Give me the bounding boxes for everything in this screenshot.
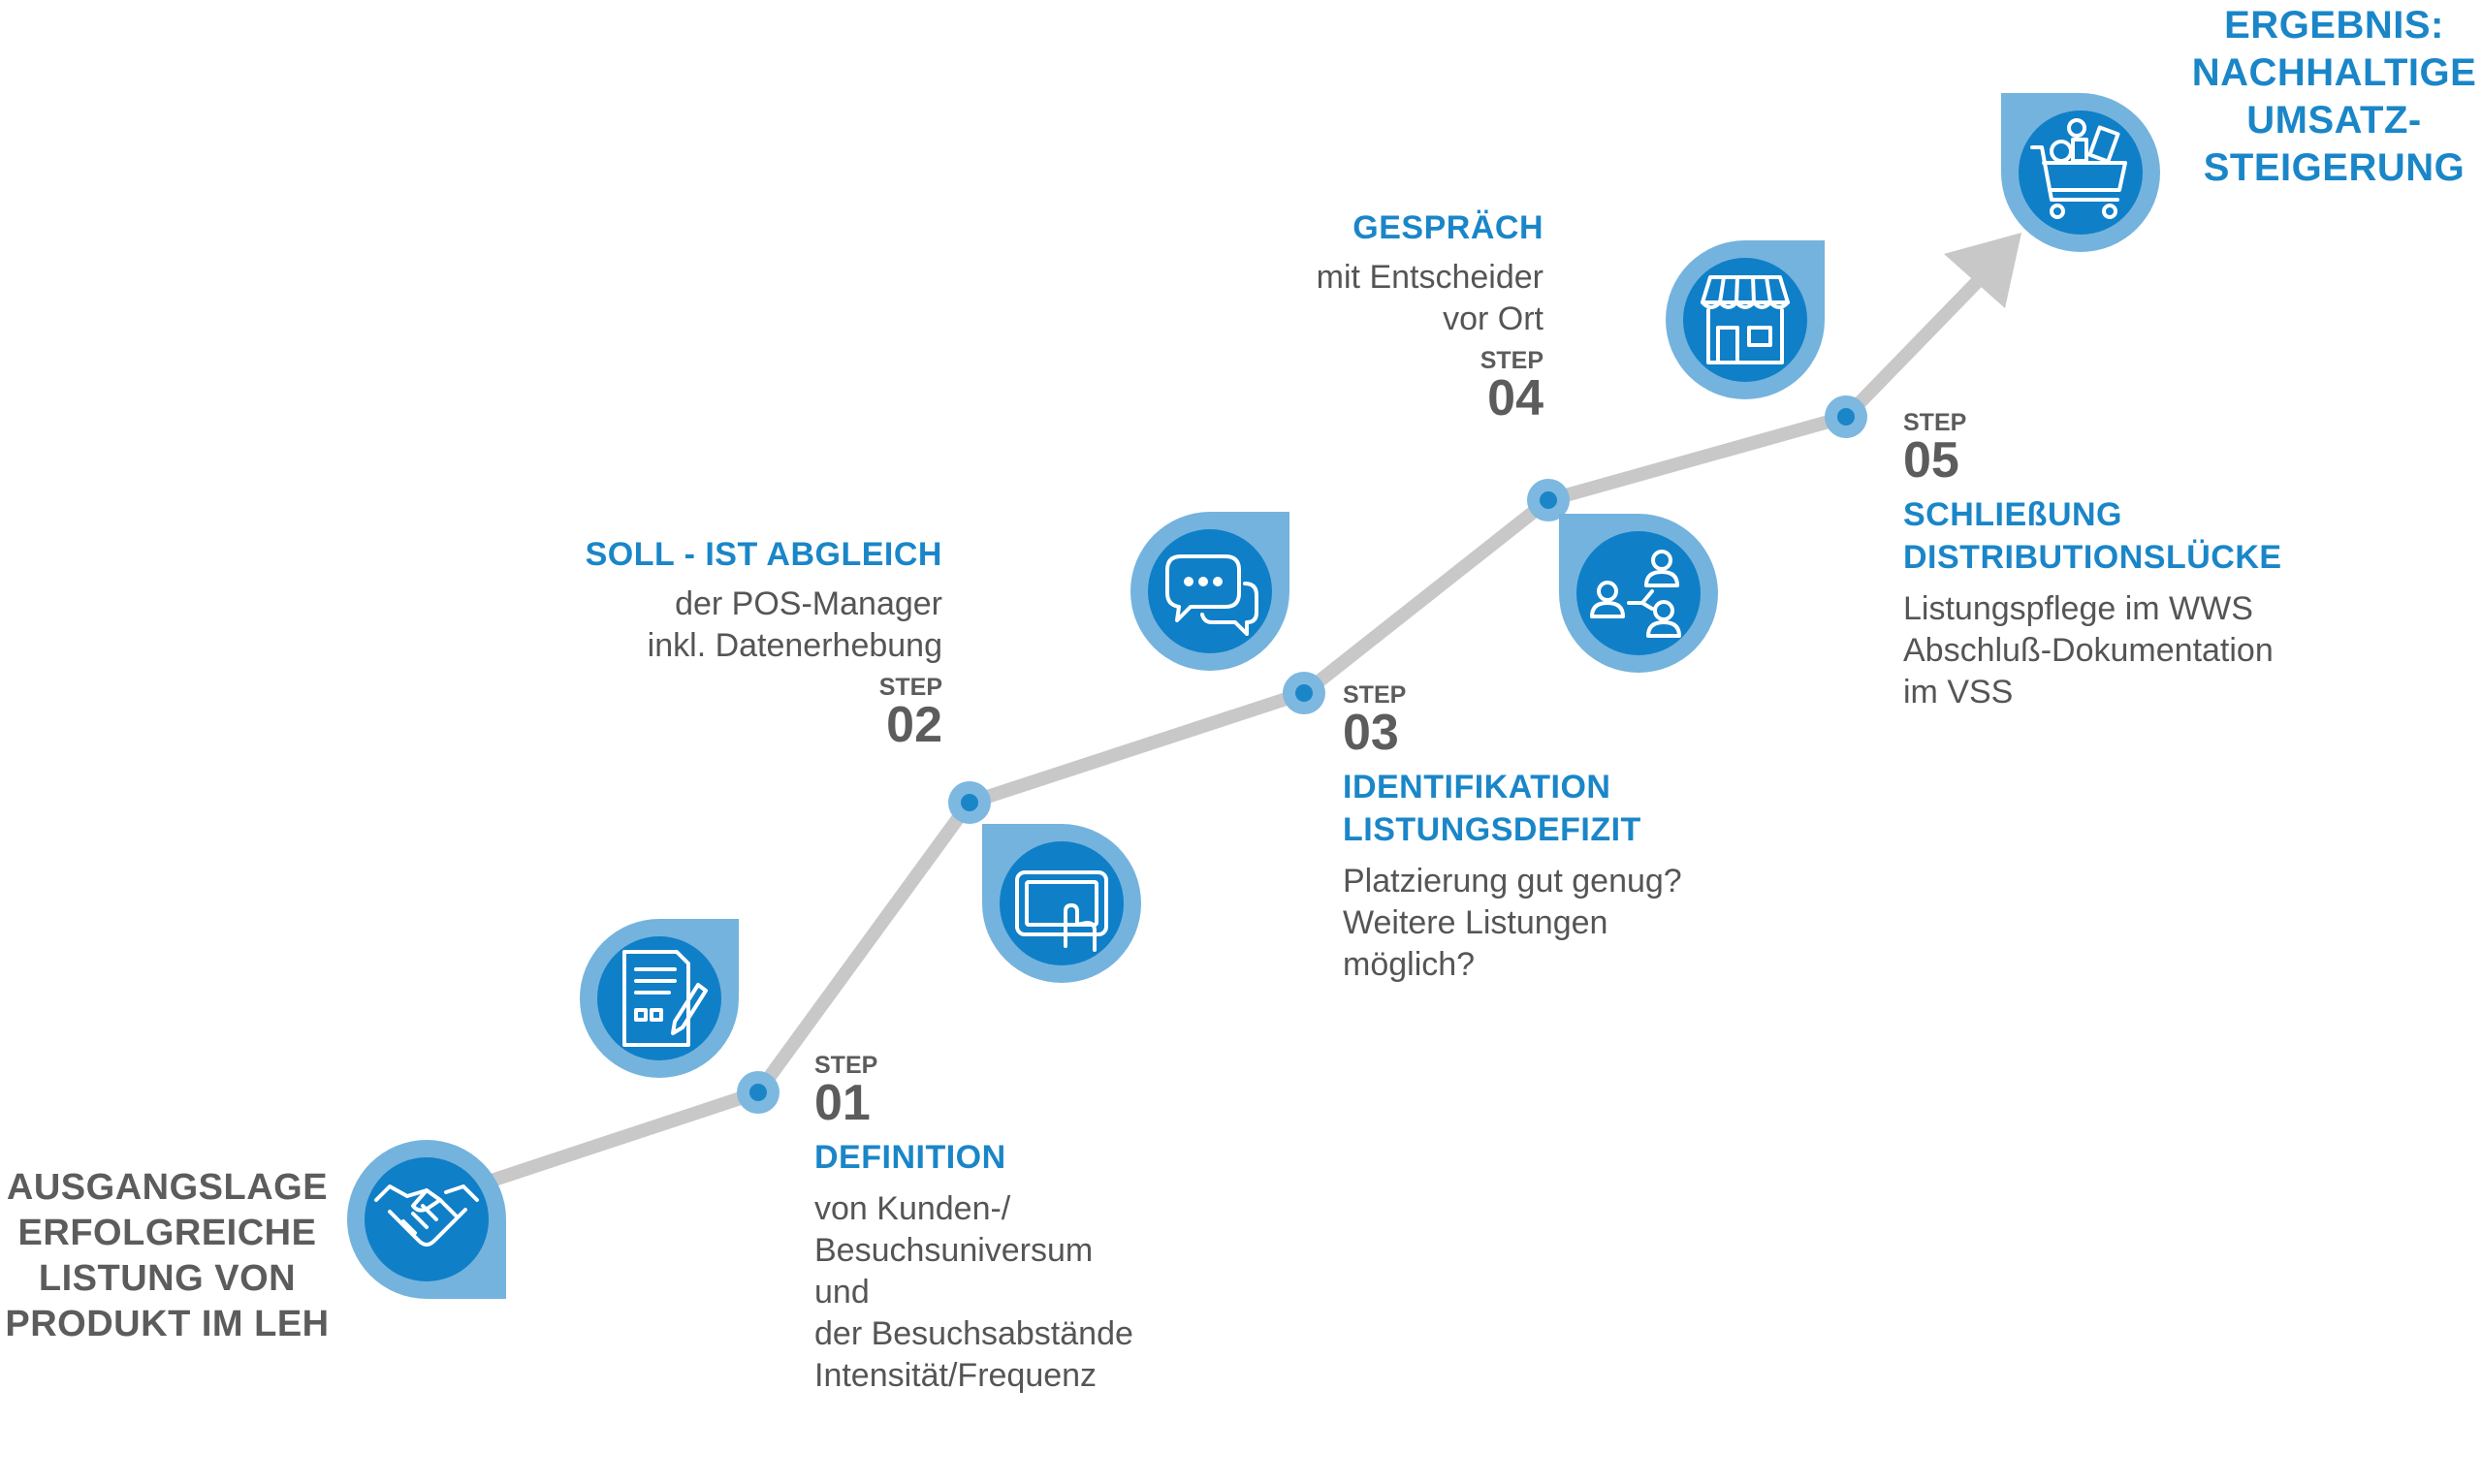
step-title: GESPRÄCH — [1352, 209, 1543, 246]
step-01-block: STEP 01 DEFINITION von Kunden-/ Besuchsu… — [814, 1053, 1133, 1397]
result-label: ERGEBNIS: NACHHALTIGE UMSATZ- STEIGERUNG — [2186, 2, 2482, 192]
step-03-block: STEP 03 IDENTIFIKATION LISTUNGSDEFIZIT P… — [1343, 682, 1682, 986]
step-title: SOLL - IST ABGLEICH — [585, 536, 942, 573]
step-node-03 — [1283, 672, 1325, 714]
step-node-01 — [737, 1071, 780, 1114]
step-desc-line: von Kunden-/ — [814, 1190, 1011, 1227]
document-pen-icon — [580, 919, 739, 1078]
step-desc-line: vor Ort — [1443, 300, 1543, 337]
step-label: STEP — [814, 1052, 878, 1079]
result-line: UMSATZ- — [2246, 99, 2422, 142]
step-desc-line: Platzierung gut genug? — [1343, 863, 1682, 900]
step-desc-line: inkl. Datenerhebung — [647, 627, 942, 664]
step-04-block: GESPRÄCH mit Entscheider vor Ort STEP 04 — [1317, 206, 1543, 424]
step-desc-line: Listungspflege im WWS — [1903, 590, 2253, 627]
step-number: 01 — [814, 1075, 871, 1131]
step-desc-line: Besuchsuniversum — [814, 1232, 1094, 1269]
start-label: AUSGANGSLAGE ERFOLGREICHE LISTUNG VON PR… — [5, 1165, 330, 1347]
step-desc-line: Abschluß-Dokumentation — [1903, 632, 2274, 669]
step-number: 04 — [1487, 370, 1543, 426]
step-02-block: SOLL - IST ABGLEICH der POS-Manager inkl… — [586, 533, 942, 750]
step-desc-line: mit Entscheider — [1316, 259, 1543, 296]
result-line: ERGEBNIS: — [2224, 4, 2444, 47]
handshake-icon — [347, 1140, 506, 1299]
step-desc-line: und — [814, 1274, 870, 1310]
path-arrowhead — [1944, 233, 2021, 308]
step-title: DEFINITION — [814, 1139, 1006, 1176]
people-network-icon — [1559, 514, 1718, 673]
result-line: STEIGERUNG — [2203, 146, 2466, 189]
step-desc-line: der POS-Manager — [675, 585, 942, 622]
step-desc-line: im VSS — [1903, 674, 2014, 710]
step-node-05 — [1825, 395, 1867, 438]
step-title: SCHLIEßUNG — [1903, 496, 2122, 533]
step-node-04 — [1527, 479, 1570, 521]
step-05-block: STEP 05 SCHLIEßUNG DISTRIBUTIONSLÜCKE Li… — [1903, 410, 2282, 713]
result-line: NACHHALTIGE — [2191, 51, 2477, 94]
step-node-02 — [948, 781, 991, 824]
start-line: LISTUNG VON — [38, 1258, 297, 1299]
step-label: STEP — [1903, 409, 1967, 436]
step-title: LISTUNGSDEFIZIT — [1343, 811, 1641, 848]
step-desc-line: möglich? — [1343, 946, 1476, 983]
start-line: PRODUKT IM LEH — [5, 1304, 330, 1344]
step-title: DISTRIBUTIONSLÜCKE — [1903, 539, 2282, 576]
chat-bubbles-icon — [1130, 512, 1289, 671]
step-desc-line: Weitere Listungen — [1343, 904, 1608, 941]
step-desc-line: der Besuchsabstände — [814, 1315, 1133, 1352]
start-line: ERFOLGREICHE — [17, 1213, 317, 1253]
step-label: STEP — [1480, 347, 1543, 374]
step-label: STEP — [878, 674, 942, 701]
step-label: STEP — [1343, 681, 1407, 709]
step-desc-line: Intensität/Frequenz — [814, 1357, 1098, 1394]
step-number: 05 — [1903, 432, 1959, 489]
step-number: 02 — [886, 697, 942, 753]
start-line: AUSGANGSLAGE — [6, 1167, 329, 1208]
shopping-cart-icon — [2001, 93, 2160, 252]
step-number: 03 — [1343, 705, 1399, 761]
tablet-touch-icon — [982, 824, 1141, 983]
storefront-icon — [1666, 240, 1825, 399]
step-title: IDENTIFIKATION — [1343, 769, 1611, 805]
